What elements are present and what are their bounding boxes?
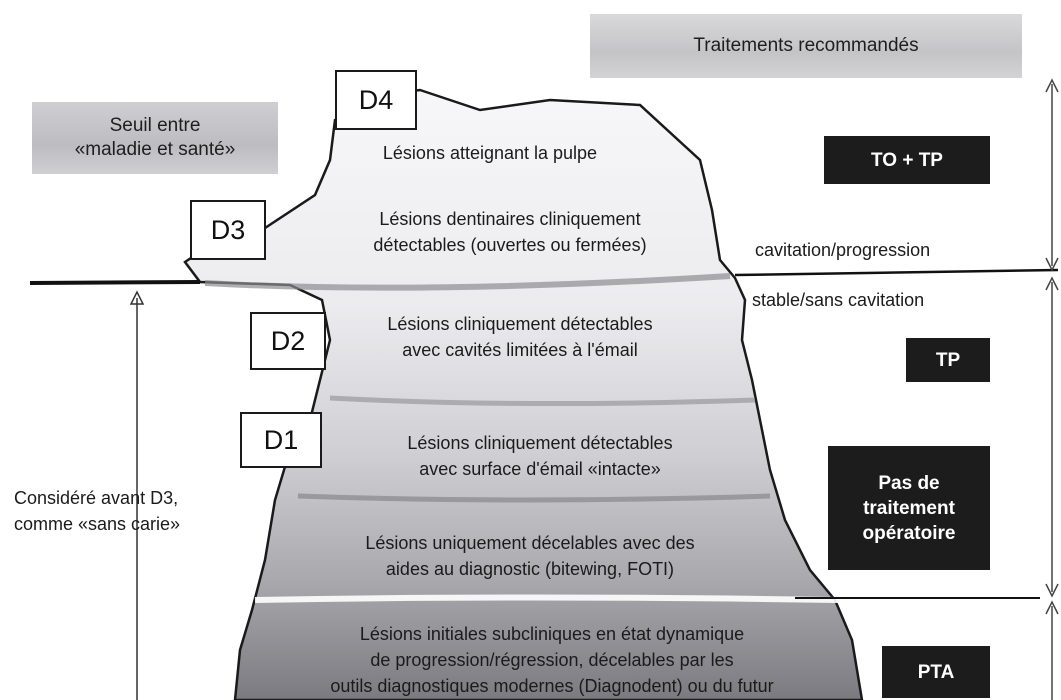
layer-line: avec cavités limitées à l'émail	[402, 340, 638, 360]
threshold-line-2: «maladie et santé»	[74, 139, 236, 160]
layer-line: Lésions uniquement décelables avec des	[365, 533, 695, 553]
header-title: Traitements recommandés	[693, 35, 919, 56]
state-above-text: cavitation/progression	[755, 240, 931, 260]
stage-d4-text: D4	[358, 84, 394, 115]
layer-intact-enamel: Lésions cliniquement détectables avec su…	[350, 430, 730, 482]
layer-line: Lésions dentinaires cliniquement	[379, 209, 641, 229]
treatment-none: Pas de traitement opératoire	[828, 446, 990, 570]
stage-label-d3: D3	[190, 200, 266, 260]
treatment-tp: TP	[906, 338, 990, 382]
left-note-line-1: Considéré avant D3,	[14, 488, 179, 508]
layer-pulp: Lésions atteignant la pulpe	[340, 140, 640, 166]
threshold-box: Seuil entre «maladie et santé»	[32, 102, 278, 174]
layer-enamel-cavities: Lésions cliniquement détectables avec ca…	[330, 311, 710, 363]
threshold-line-1: Seuil entre	[109, 115, 201, 136]
stage-d2-text: D2	[270, 325, 306, 356]
state-cavitation: cavitation/progression	[755, 240, 930, 261]
layer-line: détectables (ouvertes ou fermées)	[373, 235, 647, 255]
layer-dentin: Lésions dentinaires cliniquement détecta…	[320, 206, 700, 258]
waterline	[29, 280, 201, 285]
stage-d3-text: D3	[210, 214, 246, 245]
stage-label-d1: D1	[240, 412, 322, 468]
layer-line: avec surface d'émail «intacte»	[419, 459, 661, 479]
layer-line: de progression/régression, décelables pa…	[370, 650, 734, 670]
state-below-text: stable/sans cavitation	[752, 290, 925, 310]
treatment-tp-text: TP	[935, 349, 961, 371]
layer-line: Lésions cliniquement détectables	[387, 314, 653, 334]
recommended-treatments-header: Traitements recommandés	[590, 14, 1022, 78]
layer-subclinical: Lésions initiales subcliniques en état d…	[262, 621, 842, 699]
treatment-pta: PTA	[882, 646, 990, 698]
stage-label-d2: D2	[250, 312, 326, 370]
layer-line: outils diagnostiques modernes (Diagnoden…	[330, 676, 774, 696]
left-note: Considéré avant D3, comme «sans carie»	[14, 485, 240, 537]
layer-line: Lésions atteignant la pulpe	[382, 143, 598, 163]
iceberg-shape	[183, 88, 864, 700]
treatment-pta-text: PTA	[917, 661, 955, 683]
layer-line: Lésions cliniquement détectables	[407, 433, 673, 453]
treatment-to-tp-text: TO + TP	[871, 149, 943, 171]
layer-line: Lésions initiales subcliniques en état d…	[359, 624, 745, 644]
treatment-none-line: Pas de	[878, 472, 940, 494]
left-note-line-2: comme «sans carie»	[14, 514, 181, 534]
treatment-none-line: opératoire	[862, 522, 956, 544]
treatment-none-line: traitement	[863, 497, 955, 519]
layer-line: aides au diagnostic (bitewing, FOTI)	[385, 559, 675, 579]
stage-d1-text: D1	[263, 424, 299, 455]
state-stable: stable/sans cavitation	[752, 290, 924, 311]
stage-label-d4: D4	[335, 70, 417, 130]
layer-diagnostic-aids: Lésions uniquement décelables avec des a…	[300, 530, 760, 582]
treatment-to-tp: TO + TP	[824, 136, 990, 184]
